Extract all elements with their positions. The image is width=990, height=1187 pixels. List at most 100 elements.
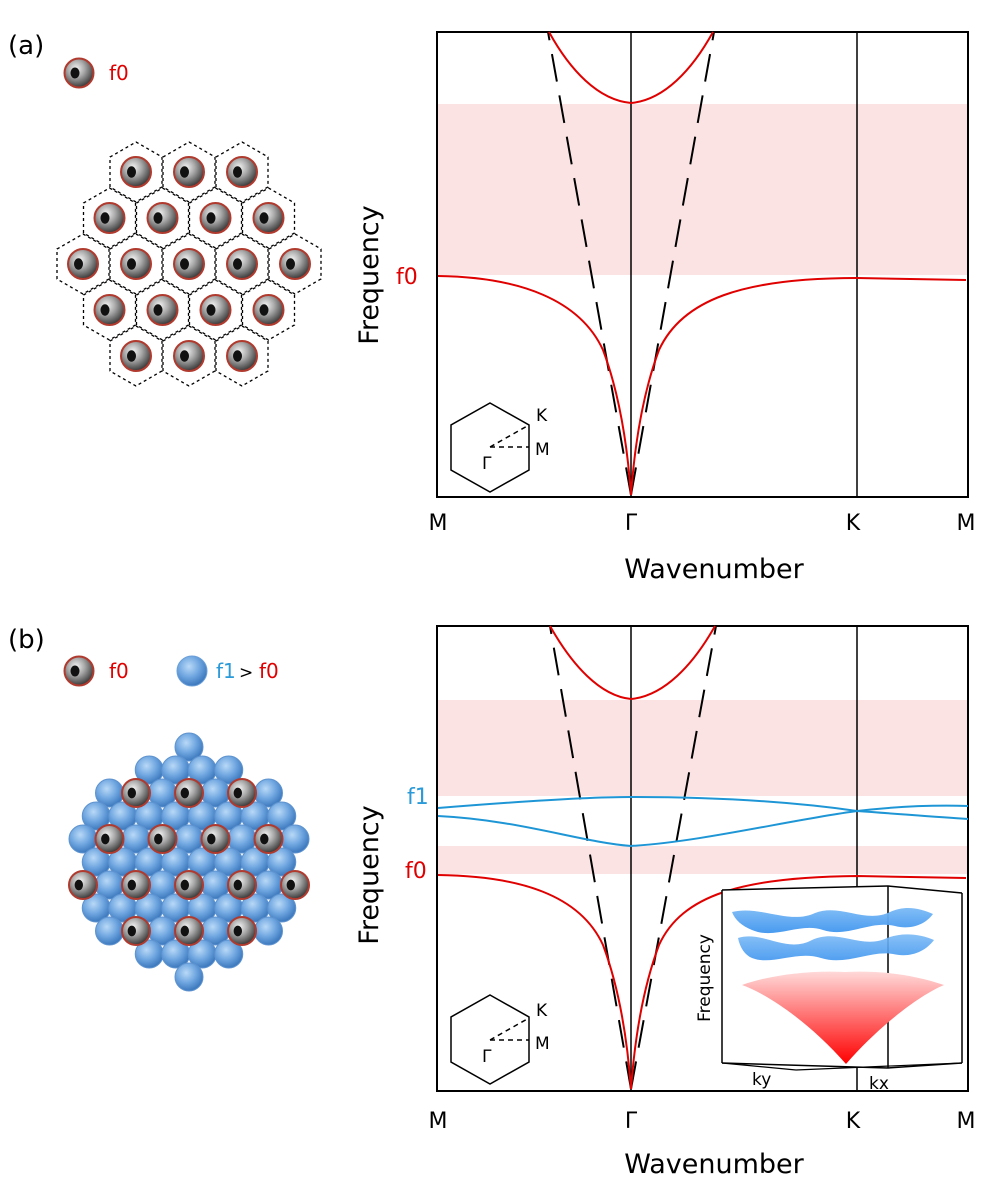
bandgap-upper (438, 700, 968, 796)
panel-a: (a) f0 f0 M Γ (8, 31, 975, 585)
steel-resonator (146, 202, 179, 234)
x-tick-gamma: Γ (625, 511, 638, 536)
legend-f0-label: f0 (109, 61, 129, 85)
x-tick-k: K (846, 1109, 861, 1134)
blue-resonator (254, 916, 283, 946)
steel-resonator (147, 824, 178, 854)
blue-sheet-upper (732, 907, 933, 934)
blue-band-upper (437, 795, 969, 813)
steel-resonator (174, 916, 204, 946)
surface-kx-label: kx (869, 1074, 889, 1094)
bz-gamma-label: Γ (482, 1047, 492, 1067)
panel-b: (b) f0 f1 > f0 (8, 625, 975, 1180)
steel-resonator (280, 870, 310, 900)
steel-resonator (253, 824, 284, 854)
x-tick-m-left: M (429, 511, 448, 536)
x-tick-m-right: M (957, 511, 976, 536)
steel-resonator (199, 202, 232, 234)
blue-resonator (267, 893, 297, 923)
steel-resonator (121, 916, 151, 946)
blue-band-lower (437, 809, 969, 848)
steel-resonator (173, 248, 205, 280)
steel-resonator (227, 916, 257, 946)
x-tick-gamma: Γ (625, 1109, 638, 1134)
blue-resonator (174, 732, 204, 762)
blue-resonator (267, 801, 297, 831)
resonator-lattice-a (56, 141, 322, 387)
y-mark-f1: f1 (407, 785, 429, 810)
legend-f1-label: f1 (216, 659, 236, 683)
bz-m-label: M (535, 440, 550, 460)
steel-resonator (121, 778, 151, 808)
steel-resonator (67, 248, 99, 280)
steel-resonator (227, 778, 257, 808)
legend-f0-label: f0 (109, 659, 129, 683)
y-axis-title: Frequency (354, 805, 385, 945)
x-axis-title: Wavenumber (624, 554, 804, 585)
y-mark-f0: f0 (405, 859, 427, 884)
legend-blue-resonator-icon (176, 655, 208, 687)
upper-band-curve (548, 31, 714, 105)
surface-ky-label: ky (752, 1070, 771, 1090)
steel-resonator (226, 340, 258, 372)
steel-resonator (93, 294, 126, 326)
brillouin-zone-inset: K M Γ (450, 402, 550, 493)
plot-frame (436, 31, 969, 498)
panel-a-legend: f0 (63, 57, 129, 89)
legend-gt-sign: > (239, 663, 253, 683)
lattice-cell-outlines (56, 141, 322, 387)
steel-resonator (120, 248, 152, 280)
x-tick-k: K (846, 511, 861, 536)
y-axis-title: Frequency (354, 205, 385, 345)
y-mark-f0: f0 (396, 265, 418, 290)
bandgap-region (438, 104, 968, 275)
steel-resonator (174, 778, 204, 808)
bandgap-lower (438, 846, 968, 874)
upper-band-curve (549, 625, 716, 701)
brillouin-zone-inset: K M Γ (450, 994, 550, 1085)
legend-steel-resonator-icon (63, 655, 95, 687)
resonator-lattice-b (68, 732, 310, 992)
light-line-right (630, 31, 715, 496)
steel-resonator (94, 824, 125, 854)
red-cone-surface (742, 971, 944, 1064)
light-line-left (547, 31, 632, 496)
legend-f0-label-2: f0 (259, 659, 279, 683)
surface-band-inset: Frequency ky kx (695, 885, 963, 1094)
steel-resonator (226, 156, 258, 188)
x-tick-m-right: M (957, 1109, 976, 1134)
steel-resonator (252, 202, 285, 234)
legend-resonator-icon (63, 57, 95, 89)
steel-resonator (173, 156, 205, 188)
blue-resonator (214, 755, 244, 785)
steel-resonator (146, 294, 179, 326)
bz-k-label: K (536, 406, 548, 426)
steel-resonator (227, 870, 257, 900)
steel-resonator (120, 156, 152, 188)
light-line-right (630, 625, 717, 1090)
steel-resonator (279, 248, 311, 280)
steel-resonator (120, 340, 152, 372)
bz-m-label: M (535, 1034, 550, 1054)
steel-resonator (200, 824, 231, 854)
steel-resonator (68, 870, 98, 900)
steel-resonator (226, 248, 258, 280)
blue-resonator (267, 847, 297, 877)
steel-resonator (252, 294, 285, 326)
light-line-left (549, 625, 632, 1090)
bz-k-label: K (536, 1001, 548, 1021)
steel-resonator (93, 202, 126, 234)
lower-band-curve (437, 275, 967, 496)
panel-a-label: (a) (8, 31, 44, 61)
steel-resonator (173, 340, 205, 372)
steel-resonator (199, 294, 232, 326)
x-tick-m-left: M (429, 1109, 448, 1134)
lower-band-curve (437, 874, 967, 1090)
blue-resonator (95, 916, 124, 946)
surface-z-label: Frequency (695, 934, 715, 1022)
blue-resonator (214, 939, 244, 969)
plot-frame (436, 625, 969, 1092)
bz-gamma-label: Γ (482, 454, 492, 474)
x-axis-title: Wavenumber (624, 1149, 804, 1180)
